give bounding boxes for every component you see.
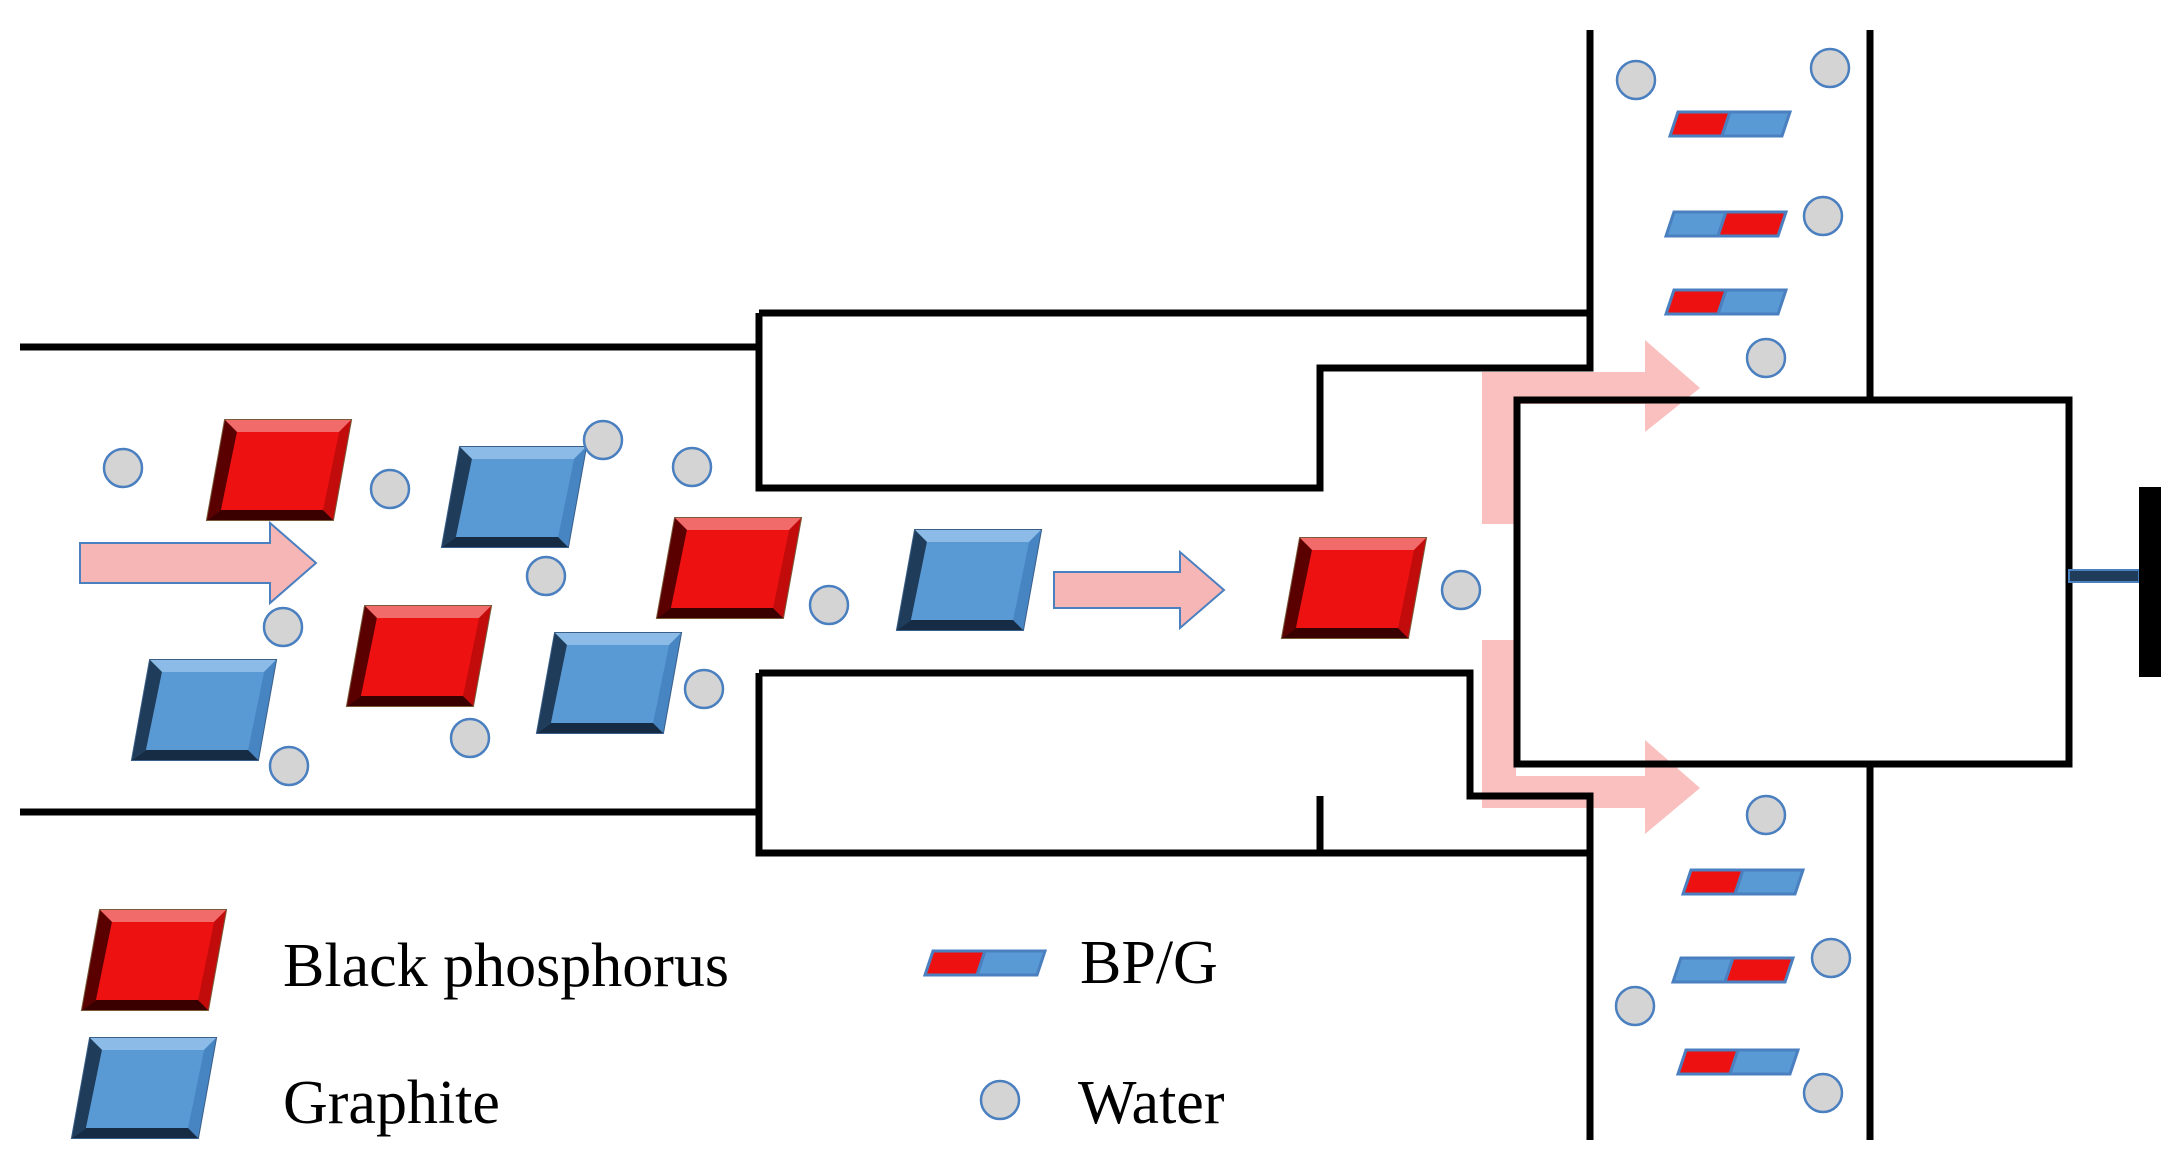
legend-water-label: Water [1078,1069,1225,1137]
bpg-composites [1664,110,1805,1076]
outlet-flow-arrow-lower [1482,640,1700,834]
piston-head [1513,396,2073,768]
legend-black-phosphorus-label: Black phosphorus [283,932,730,1000]
upper-block [755,309,1594,492]
piston-rod [2068,569,2140,583]
legend-bpg-swatch [923,949,1047,977]
legend-water-swatch [979,1079,1021,1121]
piston-handle [2139,487,2161,677]
inlet-flow-arrow [79,520,318,606]
flow-arrows [79,340,1700,834]
legend-black-phosphorus-swatch [81,909,227,1011]
outlet-flow-arrow-upper [1482,340,1700,524]
legend-graphite-swatch [71,1037,217,1139]
legend-graphite-label: Graphite [283,1069,500,1137]
channel-flow-arrow [1053,549,1226,631]
legend-bpg-label: BP/G [1080,929,1218,997]
lower-block [755,669,1594,857]
black-phosphorus-flakes [206,419,1427,707]
